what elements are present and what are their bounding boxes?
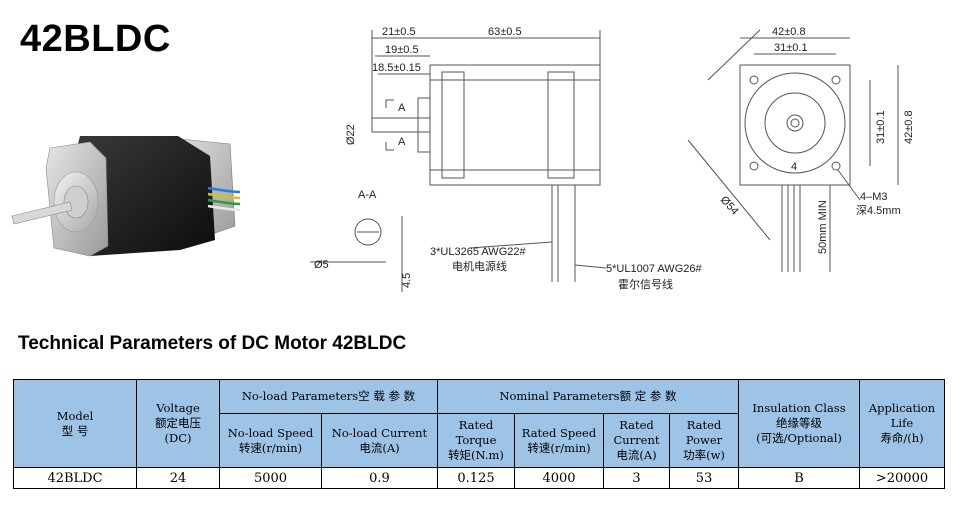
cable1-cn-label: 电机电源线 — [452, 259, 507, 273]
dim-31-side: 31±0.1 — [875, 110, 887, 144]
header-nominal-group: Nominal Parameters额 定 参 数 — [437, 379, 739, 414]
cell-torque: 0.125 — [437, 467, 515, 489]
cell-power: 53 — [669, 467, 739, 489]
cell-model: 42BLDC — [13, 467, 137, 489]
cell-noload-current: 0.9 — [321, 467, 438, 489]
dim-42-top: 42±0.8 — [772, 26, 806, 38]
dim-18-5: 18.5±0.15 — [372, 62, 421, 74]
cell-noload-speed: 5000 — [219, 467, 322, 489]
cable2-cn-label: 霍尔信号线 — [618, 277, 673, 291]
dim-21: 21±0.5 — [382, 26, 416, 38]
dim-50mm: 50mm MIN — [817, 200, 829, 254]
holes-label: 4–M3 — [860, 191, 888, 203]
header-rated-speed: Rated Speed 转速(r/min) — [514, 413, 604, 468]
header-voltage: Voltage 额定电压 (DC) — [136, 379, 220, 468]
header-model: Model 型 号 — [13, 379, 137, 468]
parameters-table: Model 型 号 Voltage 额定电压 (DC) No-load Para… — [13, 379, 945, 489]
section-aa: A-A — [358, 189, 377, 201]
header-rated-torque: Rated Torque 转矩(N.m) — [437, 413, 515, 468]
dim-phi22: Ø22 — [345, 124, 357, 145]
hole-depth-label: 深4.5mm — [856, 204, 901, 217]
header-noload-current: No-load Current 电流(A) — [321, 413, 438, 468]
technical-drawing: 21±0.5 19±0.5 18.5±0.15 63±0.5 A A Ø22 A… — [310, 26, 915, 292]
dim-42-side: 42±0.8 — [903, 110, 915, 144]
header-rated-current: Rated Current 电流(A) — [603, 413, 670, 468]
dim-phi5: Ø5 — [314, 259, 329, 271]
dim-phi54: Ø54 — [718, 194, 741, 217]
header-noload-group: No-load Parameters空 载 参 数 — [219, 379, 438, 414]
cell-insulation: B — [738, 467, 860, 489]
dim-4-5: 4.5 — [401, 273, 413, 288]
header-noload-speed: No-load Speed 转速(r/min) — [219, 413, 322, 468]
cell-rated-speed: 4000 — [514, 467, 604, 489]
page-title: 42BLDC — [20, 18, 171, 60]
arrow-a-bottom: A — [398, 136, 406, 148]
cable2-label: 5*UL1007 AWG26# — [606, 263, 702, 275]
dim-19: 19±0.5 — [385, 44, 419, 56]
motor-photo — [11, 136, 240, 257]
cell-life: >20000 — [859, 467, 945, 489]
dim-63: 63±0.5 — [488, 26, 522, 38]
dim-31-top: 31±0.1 — [774, 42, 808, 54]
header-life: Application Life 寿命/(h) — [859, 379, 945, 468]
section-title: Technical Parameters of DC Motor 42BLDC — [18, 333, 407, 354]
arrow-a-top: A — [398, 102, 406, 114]
table-row: 42BLDC 24 5000 0.9 0.125 4000 3 53 B >20… — [13, 467, 945, 489]
cell-voltage: 24 — [136, 467, 220, 489]
header-rated-power: Rated Power 功率(w) — [669, 413, 739, 468]
mark-4: 4 — [791, 161, 797, 173]
cell-current: 3 — [603, 467, 670, 489]
header-insulation: Insulation Class 绝缘等级 (可选/Optional) — [738, 379, 860, 468]
cable1-label: 3*UL3265 AWG22# — [430, 246, 526, 258]
